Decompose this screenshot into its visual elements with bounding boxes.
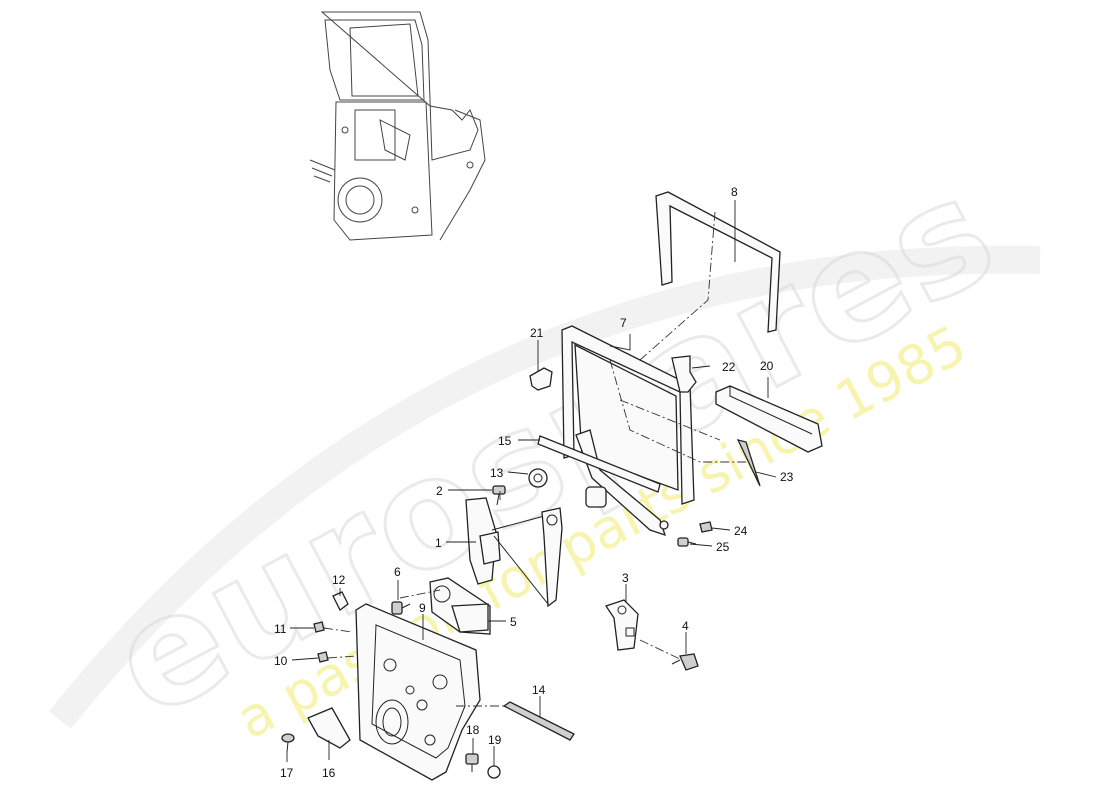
callout-18: 18 bbox=[466, 723, 480, 737]
part-4-bolt bbox=[671, 653, 699, 671]
callout-25: 25 bbox=[716, 540, 730, 554]
part-12-clip bbox=[332, 591, 349, 611]
part-21-bracket bbox=[529, 367, 553, 391]
callout-19: 19 bbox=[488, 733, 502, 747]
callout-2: 2 bbox=[436, 484, 443, 498]
callout-22: 22 bbox=[722, 360, 736, 374]
part-20-seal-strip bbox=[715, 385, 823, 453]
part-9-inner-panel bbox=[355, 603, 481, 781]
part-25-screw bbox=[677, 537, 697, 547]
callout-11: 11 bbox=[274, 622, 287, 636]
callout-17: 17 bbox=[280, 766, 294, 780]
part-19-ring bbox=[487, 765, 501, 779]
part-5-window-motor bbox=[429, 577, 491, 635]
part-22-corner-trim bbox=[671, 355, 697, 393]
callout-15: 15 bbox=[498, 434, 512, 448]
callout-21: 21 bbox=[530, 326, 544, 340]
part-1-window-regulator bbox=[465, 497, 563, 608]
callout-16: 16 bbox=[322, 766, 336, 780]
callout-1: 1 bbox=[435, 536, 442, 550]
callout-24: 24 bbox=[734, 524, 748, 538]
part-13-grommet bbox=[528, 468, 548, 488]
callout-3: 3 bbox=[622, 571, 629, 585]
callout-20: 20 bbox=[760, 359, 774, 373]
callout-4: 4 bbox=[682, 619, 689, 633]
leader-lines bbox=[286, 200, 777, 766]
callouts: 8 7 21 22 20 15 23 13 2 24 1 25 6 3 12 9… bbox=[274, 185, 794, 780]
part-6-bolt bbox=[391, 601, 411, 615]
callout-9: 9 bbox=[419, 601, 426, 615]
part-16-bracket bbox=[307, 707, 351, 749]
part-17-screw bbox=[281, 733, 295, 753]
callout-13: 13 bbox=[490, 466, 504, 480]
callout-10: 10 bbox=[274, 654, 288, 668]
part-15-rail bbox=[537, 435, 661, 493]
callout-7: 7 bbox=[620, 316, 627, 330]
part-23-pad bbox=[736, 439, 761, 487]
callout-14: 14 bbox=[532, 683, 546, 697]
callout-12: 12 bbox=[332, 573, 346, 587]
part-18-bolt bbox=[465, 753, 479, 772]
part-14-strip bbox=[502, 701, 575, 741]
part-2-bolt bbox=[492, 485, 506, 506]
callout-8: 8 bbox=[731, 185, 738, 199]
part-24-nut bbox=[699, 521, 713, 533]
part-8-door-seal bbox=[639, 191, 781, 361]
part-10-clip bbox=[317, 651, 329, 663]
part-3-plate bbox=[604, 599, 639, 651]
part-11-clip bbox=[313, 621, 325, 633]
callout-23: 23 bbox=[780, 470, 794, 484]
callout-5: 5 bbox=[510, 615, 517, 629]
vehicle-door-thumbnail bbox=[309, 11, 486, 241]
callout-6: 6 bbox=[394, 565, 401, 579]
